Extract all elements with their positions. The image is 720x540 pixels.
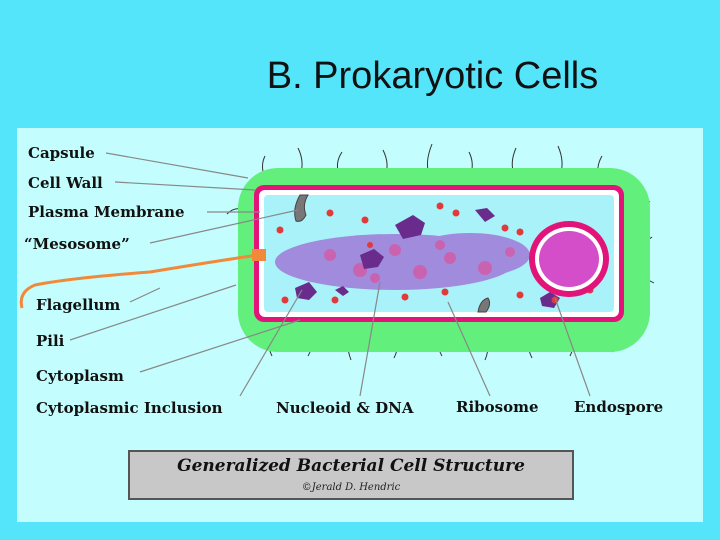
- label-cell-wall: Cell Wall: [28, 174, 103, 192]
- label-flagellum: Flagellum: [36, 296, 121, 314]
- label-endospore: Endospore: [574, 398, 664, 416]
- label-cytoplasmic-inclusion: Cytoplasmic Inclusion: [36, 399, 223, 417]
- flagellum: [19, 253, 259, 309]
- flagellum-base: [252, 249, 266, 261]
- label-ribosome: Ribosome: [456, 398, 539, 416]
- caption-box: Generalized Bacterial Cell Structure ©Je…: [128, 450, 574, 500]
- label-mesosome: “Mesosome”: [24, 235, 130, 253]
- cytoplasmic-inclusions: [295, 208, 560, 308]
- label-capsule: Capsule: [28, 144, 95, 162]
- pointer-lines: [69, 152, 591, 397]
- label-plasma-membrane: Plasma Membrane: [28, 203, 185, 221]
- caption-credit: ©Jerald D. Hendric: [301, 482, 401, 493]
- label-cytoplasm: Cytoplasm: [36, 367, 124, 385]
- caption-title: Generalized Bacterial Cell Structure: [177, 456, 525, 476]
- mesosomes: [294, 194, 491, 313]
- endospore: [529, 221, 609, 297]
- label-pili: Pili: [36, 332, 65, 350]
- nucleoid: [275, 233, 530, 290]
- dna-strands: [324, 240, 515, 283]
- label-nucleoid: Nucleoid & DNA: [276, 399, 414, 417]
- slide-title: B. Prokaryotic Cells: [266, 55, 599, 97]
